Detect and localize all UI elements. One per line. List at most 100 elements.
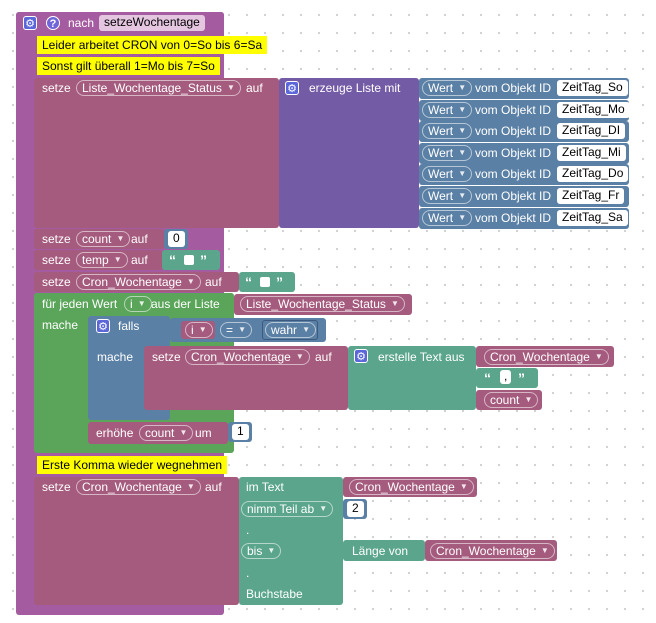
- text-field-empty[interactable]: [184, 255, 194, 265]
- var-cron-inner-label: Cron_Wochentage: [191, 350, 291, 364]
- boolean-dropdown[interactable]: wahr▼: [265, 322, 317, 338]
- var-i-label: i: [130, 297, 133, 311]
- comma-text-field[interactable]: ,: [500, 370, 512, 384]
- fuer-label: für jeden Wert: [42, 297, 118, 311]
- aus-label: aus der Liste: [151, 297, 220, 311]
- wert-dropdown[interactable]: Wert ▼: [422, 80, 473, 96]
- var-count-inc-dropdown[interactable]: count▼: [139, 425, 194, 441]
- vom-objekt-label: vom Objekt ID: [475, 103, 552, 117]
- setze-temp-label: setze: [42, 253, 71, 267]
- get-cron-sub-label: Cron_Wochentage: [355, 480, 455, 494]
- var-temp-label: temp: [82, 253, 109, 267]
- object-id-field[interactable]: ZeitTag_DI: [557, 123, 626, 139]
- wert-label: Wert: [428, 124, 454, 138]
- var-cron-final-dropdown[interactable]: Cron_Wochentage▼: [76, 479, 201, 495]
- wert-dropdown[interactable]: Wert▼: [422, 166, 473, 182]
- get-i-dropdown[interactable]: i▼: [185, 322, 213, 338]
- from-mode-dropdown[interactable]: nimm Teil ab▼: [241, 501, 334, 517]
- wert-dropdown[interactable]: Wert▼: [422, 188, 473, 204]
- object-id-field[interactable]: ZeitTag_Fr: [557, 188, 625, 204]
- chevron-down-icon: ▼: [540, 546, 549, 555]
- var-liste-dropdown[interactable]: Liste_Wochentage_Status▼: [76, 80, 241, 96]
- setze-label: setze: [42, 81, 71, 95]
- wert-dropdown[interactable]: Wert ▼: [422, 102, 473, 118]
- close-quote-icon: ”: [518, 370, 525, 386]
- chevron-down-icon: ▼: [524, 395, 533, 404]
- gear-icon[interactable]: ⚙: [23, 16, 37, 30]
- get-cron-len-label: Cron_Wochentage: [436, 544, 536, 558]
- number-one-field[interactable]: 1: [232, 424, 249, 440]
- var-temp-dropdown[interactable]: temp▼: [76, 252, 128, 268]
- var-count-label: count: [82, 232, 112, 246]
- wert-dropdown[interactable]: Wert▼: [422, 145, 473, 161]
- number-two-field[interactable]: 2: [347, 501, 364, 517]
- object-id-field[interactable]: ZeitTag_Sa: [557, 210, 628, 226]
- chevron-down-icon: ▼: [459, 482, 468, 491]
- open-quote-icon: “: [169, 252, 176, 268]
- set-liste-block[interactable]: [34, 78, 279, 228]
- chevron-down-icon: ▼: [458, 126, 467, 135]
- var-count-dropdown[interactable]: count ▼: [76, 231, 131, 247]
- from-mode-label: nimm Teil ab: [247, 502, 315, 516]
- vom-objekt-label: vom Objekt ID: [475, 189, 552, 203]
- number-zero-field[interactable]: 0: [168, 231, 185, 247]
- buchstabe-label: Buchstabe: [246, 587, 303, 601]
- to-mode-label: bis: [247, 544, 263, 558]
- operator-label: =: [226, 323, 234, 337]
- laenge-label: Länge von: [352, 544, 409, 558]
- chevron-down-icon: ▼: [458, 191, 467, 200]
- to-mode-dropdown[interactable]: bis ▼: [241, 543, 282, 559]
- get-liste-label: Liste_Wochentage_Status: [246, 297, 386, 311]
- wert-label: Wert: [428, 103, 454, 117]
- chevron-down-icon: ▼: [458, 213, 467, 222]
- length-block[interactable]: [343, 540, 425, 561]
- get-liste-dropdown[interactable]: Liste_Wochentage_Status ▼: [240, 296, 405, 312]
- chevron-down-icon: ▼: [458, 148, 467, 157]
- chevron-down-icon: ▼: [458, 105, 467, 114]
- erzeuge-label: erzeuge Liste mit: [309, 81, 401, 95]
- var-cron-dropdown[interactable]: Cron_Wochentage▼: [76, 274, 201, 290]
- var-i-dropdown[interactable]: i▼: [124, 296, 152, 312]
- chevron-down-icon: ▼: [186, 277, 195, 286]
- wert-dropdown[interactable]: Wert▼: [422, 210, 473, 226]
- vom-objekt-label: vom Objekt ID: [475, 81, 552, 95]
- chevron-down-icon: ▼: [267, 546, 276, 555]
- wert-dropdown[interactable]: Wert ▼: [422, 123, 473, 139]
- get-cron-len-dropdown[interactable]: Cron_Wochentage ▼: [430, 543, 555, 559]
- get-count-join-dropdown[interactable]: count ▼: [484, 392, 539, 408]
- object-id-field[interactable]: ZeitTag_Do: [557, 166, 629, 182]
- create-list-block[interactable]: [279, 78, 419, 228]
- join-gear-icon[interactable]: ⚙: [354, 349, 368, 363]
- auf-cron-label: auf: [205, 275, 222, 289]
- chevron-down-icon: ▼: [390, 299, 399, 308]
- get-i-label: i: [191, 323, 194, 337]
- get-count-join-label: count: [490, 393, 520, 407]
- get-cron-join-label: Cron_Wochentage: [490, 350, 590, 364]
- get-cron-join-dropdown[interactable]: Cron_Wochentage▼: [484, 349, 609, 365]
- set-cron-final-block[interactable]: [34, 477, 239, 605]
- chevron-down-icon: ▼: [116, 234, 125, 243]
- list-gear-icon[interactable]: ⚙: [285, 81, 299, 95]
- imtext-label: im Text: [246, 480, 284, 494]
- chevron-down-icon: ▼: [186, 482, 195, 491]
- object-id-field[interactable]: ZeitTag_Mi: [557, 145, 626, 161]
- chevron-down-icon: ▼: [179, 428, 188, 437]
- if-gear-icon[interactable]: ⚙: [96, 319, 110, 333]
- join-text-block[interactable]: [348, 346, 476, 410]
- vom-objekt-label: vom Objekt ID: [475, 146, 552, 160]
- chevron-down-icon: ▼: [458, 83, 467, 92]
- var-cron-inner-dropdown[interactable]: Cron_Wochentage▼: [185, 349, 310, 365]
- substring-block[interactable]: [239, 477, 343, 605]
- procedure-name-field[interactable]: setzeWochentage: [99, 15, 205, 31]
- comment-komma[interactable]: Erste Komma wieder wegnehmen: [37, 456, 228, 474]
- wert-label: Wert: [428, 81, 454, 95]
- operator-dropdown[interactable]: =▼: [220, 322, 253, 338]
- get-cron-sub-dropdown[interactable]: Cron_Wochentage ▼: [349, 479, 474, 495]
- comment-cron[interactable]: Leider arbeitet CRON von 0=So bis 6=Sa: [37, 36, 268, 54]
- comment-sonst[interactable]: Sonst gilt überall 1=Mo bis 7=So: [37, 57, 220, 75]
- object-id-field[interactable]: ZeitTag_So: [557, 80, 628, 96]
- help-icon[interactable]: ?: [46, 16, 60, 30]
- object-id-field[interactable]: ZeitTag_Mo: [557, 102, 630, 118]
- text-field-empty[interactable]: [260, 277, 270, 287]
- dot-label-2: .: [246, 566, 250, 580]
